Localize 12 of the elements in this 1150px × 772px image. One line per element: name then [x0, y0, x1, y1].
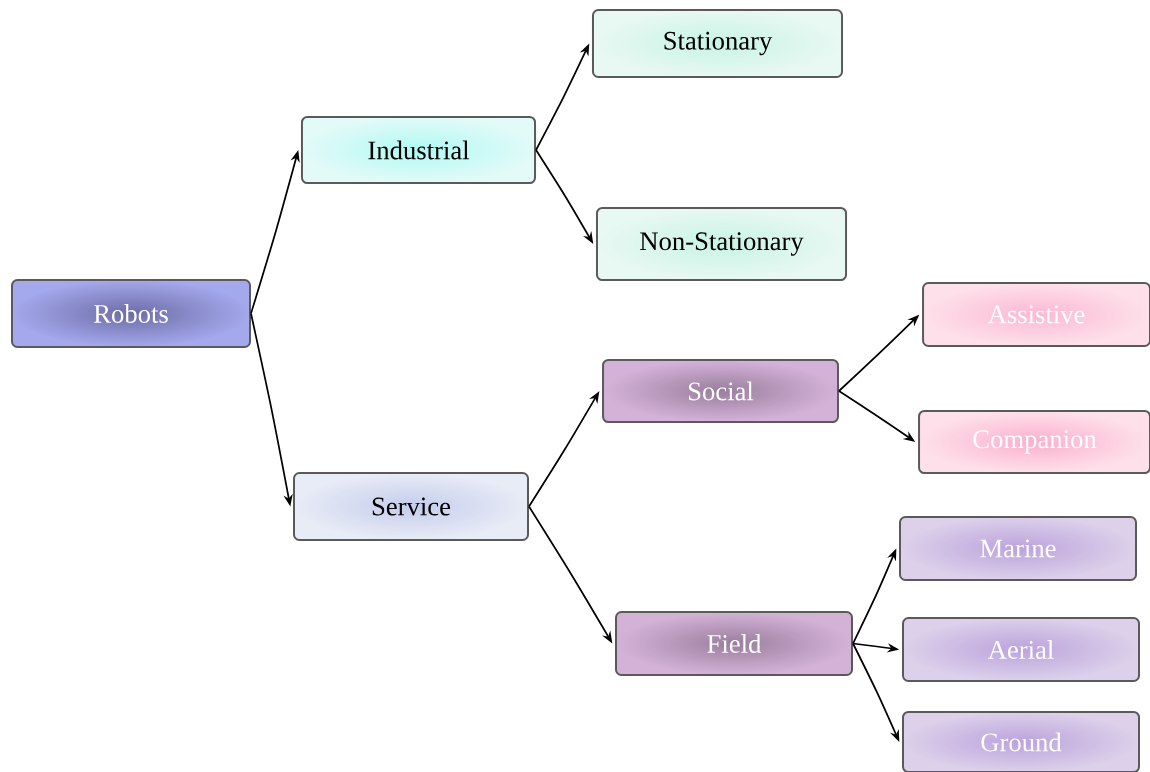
category-box: Aerial	[902, 617, 1140, 682]
category-box: Non-Stationary	[595, 207, 848, 281]
category-box: Stationary	[591, 9, 844, 78]
category-box: Industrial	[300, 116, 537, 184]
category-box: Social	[602, 359, 839, 423]
category-box: Companion	[918, 410, 1150, 474]
category-box: Robots	[11, 279, 251, 348]
category-box: Ground	[902, 711, 1140, 772]
category-box: Field	[615, 611, 853, 676]
category-box: Service	[293, 472, 529, 541]
category-box: Assistive	[922, 282, 1150, 347]
category-box: Marine	[899, 516, 1137, 581]
